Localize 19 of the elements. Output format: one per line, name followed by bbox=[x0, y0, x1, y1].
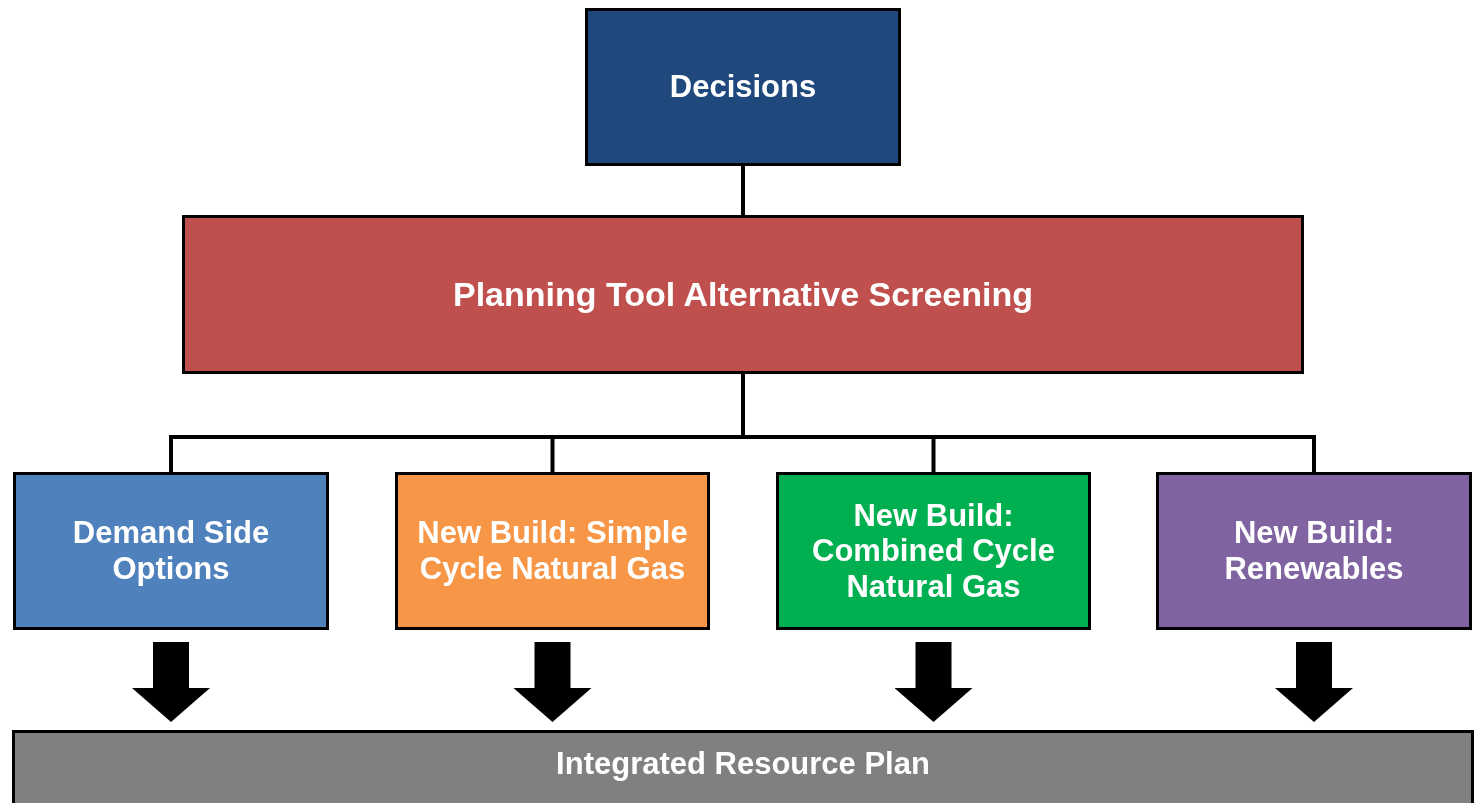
block-arrow bbox=[1275, 642, 1353, 722]
box-label: New Build: Combined Cycle Natural Gas bbox=[811, 497, 1056, 605]
box-label: Planning Tool Alternative Screening bbox=[453, 274, 1033, 316]
option-box bbox=[13, 472, 329, 630]
option-box bbox=[776, 472, 1091, 630]
plan-bar bbox=[12, 730, 1474, 803]
box-label: Integrated Resource Plan bbox=[556, 746, 930, 782]
box-label: New Build: Renewables bbox=[1223, 515, 1405, 587]
connector-line bbox=[741, 166, 745, 215]
box-label: Demand Side Options bbox=[71, 515, 271, 587]
option-box bbox=[1156, 472, 1472, 630]
block-arrow bbox=[894, 642, 973, 722]
process-box bbox=[182, 215, 1304, 374]
block-arrow bbox=[513, 642, 592, 722]
block-arrow bbox=[132, 642, 210, 722]
option-box bbox=[395, 472, 710, 630]
decision-box bbox=[585, 8, 901, 166]
box-label: New Build: Simple Cycle Natural Gas bbox=[416, 515, 689, 587]
box-label: Decisions bbox=[669, 69, 817, 105]
